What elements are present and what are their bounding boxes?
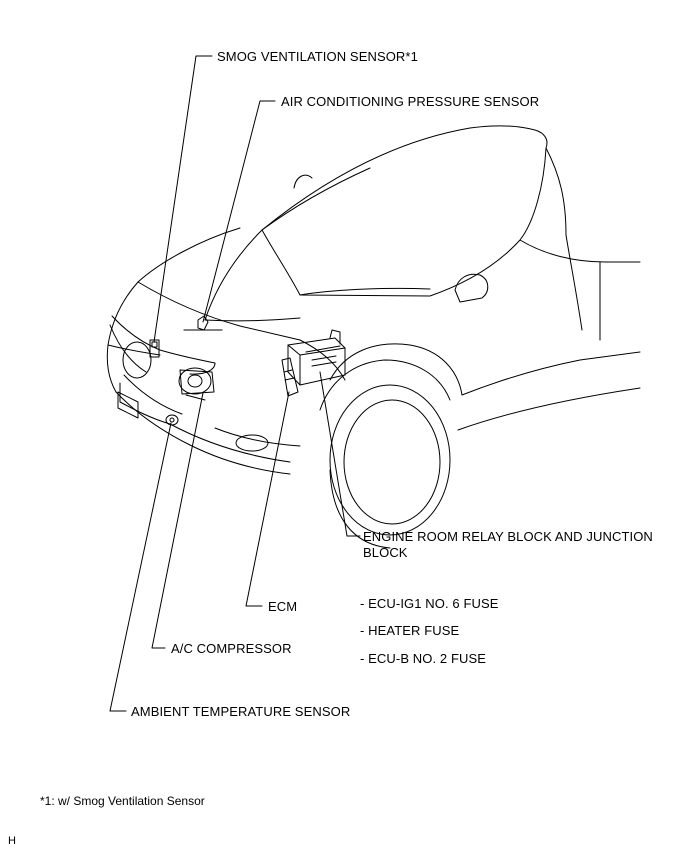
component-ac-compressor (178, 367, 215, 401)
label-smog-ventilation-sensor: SMOG VENTILATION SENSOR*1 (217, 49, 418, 64)
label-ac-compressor: A/C COMPRESSOR (171, 641, 292, 656)
leader-relay-block (319, 371, 361, 537)
component-ac-pressure-sensor (183, 315, 223, 331)
label-ecm: ECM (268, 599, 298, 614)
label-ac-pressure-sensor: AIR CONDITIONING PRESSURE SENSOR (281, 94, 540, 109)
fuse-item: - ECU-IG1 NO. 6 FUSE (360, 596, 499, 611)
fuse-item: - HEATER FUSE (360, 623, 460, 638)
corner-mark: H (8, 835, 16, 847)
component-ecm (281, 357, 299, 397)
component-relay-block (287, 329, 346, 386)
component-ambient-sensor (165, 414, 179, 426)
car-illustration (106, 125, 641, 549)
fuse-item: - ECU-B NO. 2 FUSE (360, 651, 487, 666)
leader-ac-pressure-sensor (202, 100, 276, 323)
leader-ac-compressor (151, 392, 204, 649)
leader-smog-sensor (153, 55, 213, 343)
footnote: *1: w/ Smog Ventilation Sensor (40, 794, 205, 808)
leader-ecm (245, 391, 290, 607)
label-engine-room-relay-block: ENGINE ROOM RELAY BLOCK AND JUNCTION BLO… (363, 529, 653, 560)
leader-lines (109, 55, 361, 712)
leader-ambient-sensor (109, 422, 172, 712)
label-ambient-temperature-sensor: AMBIENT TEMPERATURE SENSOR (131, 704, 351, 719)
